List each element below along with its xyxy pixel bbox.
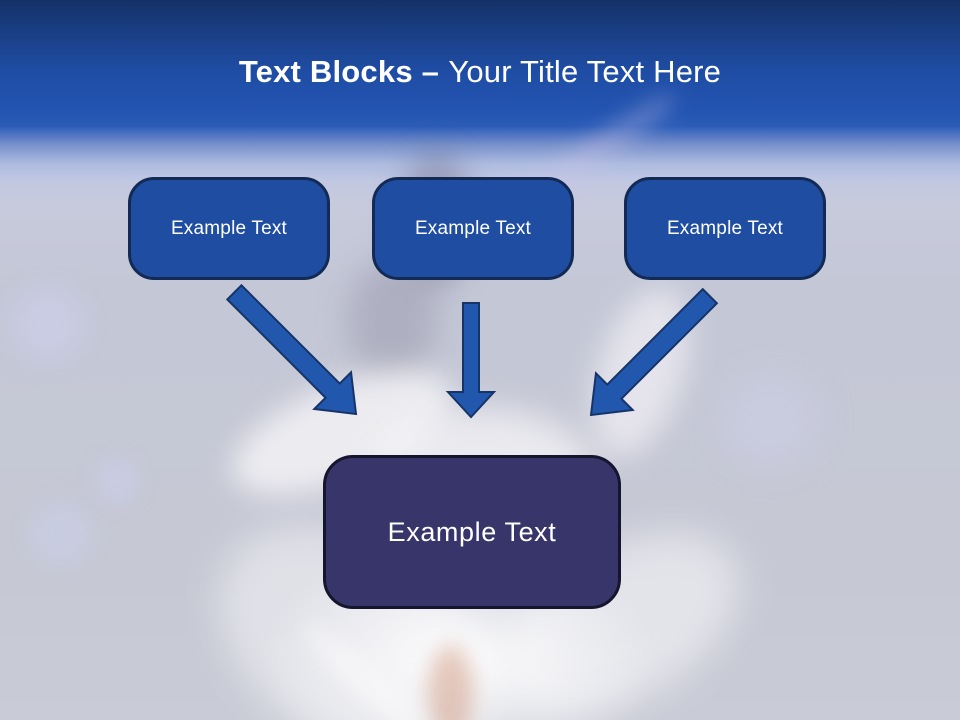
text-block-3-label: Example Text — [666, 217, 784, 239]
photo-arm-blur — [573, 276, 708, 469]
text-block-1: Example Text — [128, 177, 330, 280]
bokeh-spot — [720, 370, 820, 470]
text-block-2: Example Text — [372, 177, 574, 280]
result-block: Example Text — [323, 455, 621, 609]
text-block-3: Example Text — [624, 177, 826, 280]
photo-light-streak — [295, 615, 435, 720]
bokeh-spot — [95, 458, 140, 503]
bokeh-spot — [30, 503, 92, 565]
slide-title-bold: Text Blocks – — [238, 54, 440, 89]
slide-title: Text Blocks –Your Title Text Here — [0, 54, 960, 90]
arrow-down-icon — [445, 302, 497, 419]
photo-skin-blur — [428, 645, 474, 720]
slide-title-regular: Your Title Text Here — [448, 54, 722, 89]
text-block-2-label: Example Text — [414, 217, 532, 239]
bokeh-spot — [12, 288, 84, 360]
arrow-down-right-icon — [225, 283, 358, 416]
arrow-down-left-icon — [589, 287, 719, 417]
text-block-1-label: Example Text — [170, 217, 288, 239]
result-block-label: Example Text — [387, 516, 557, 547]
